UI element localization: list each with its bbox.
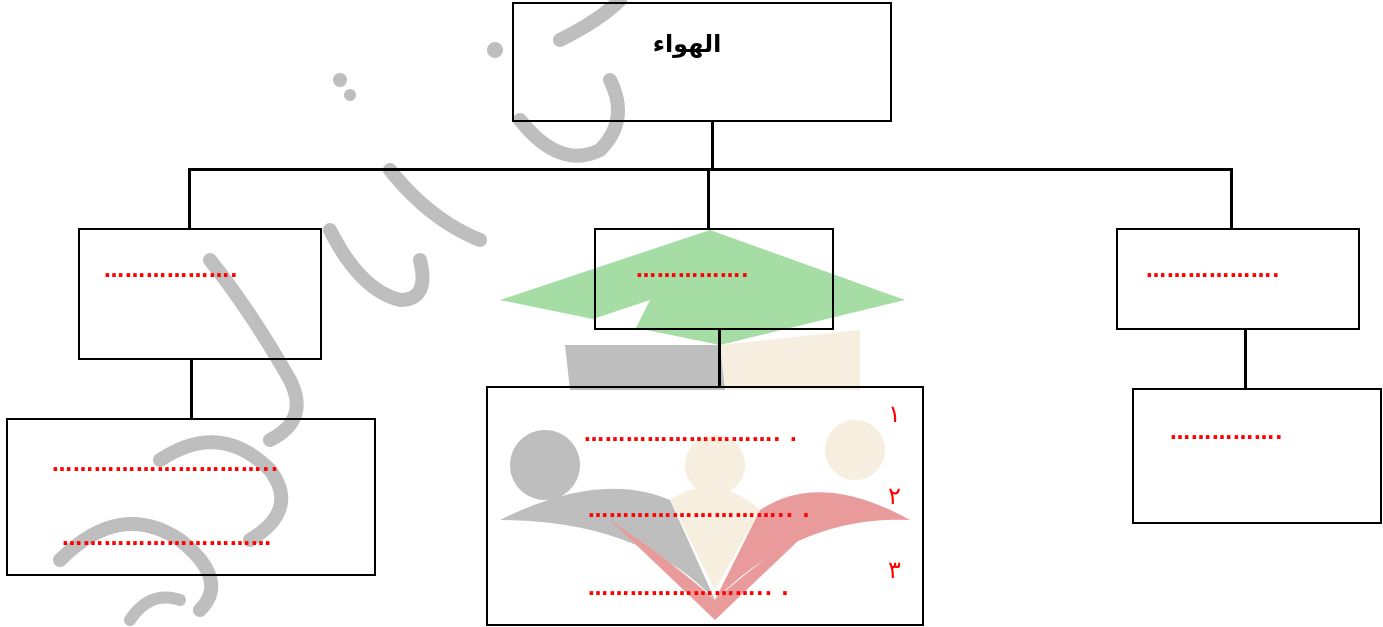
left-branch-drop: [188, 168, 191, 230]
middle-child-line-3-number: ٣: [888, 556, 901, 584]
left-branch-box: ……………….: [78, 228, 322, 360]
middle-child-line-1-dots: ………………………. .: [584, 422, 799, 446]
root-node-box: الهواء: [512, 2, 892, 122]
middle-child-line-1-number: ١: [888, 400, 901, 428]
middle-branch-drop: [707, 168, 710, 230]
root-connector-vertical: [711, 120, 714, 170]
middle-child-line-2-dots: ……………………….. .: [588, 498, 811, 522]
script-dot-2: [344, 89, 356, 101]
script-stroke-6: [513, 73, 625, 163]
right-child-placeholder: …………….: [1170, 420, 1284, 444]
left-child-line-1: …………………………..: [52, 452, 280, 476]
left-child-line-2: …………………………: [62, 526, 272, 550]
right-child-box: …………….: [1132, 388, 1382, 524]
middle-child-connector: [718, 328, 721, 388]
body-beige-shape: [670, 487, 760, 590]
body-red-lower-shape: [610, 520, 820, 620]
script-dot-3: [487, 42, 503, 58]
script-stroke-3: [203, 253, 304, 447]
left-child-box: ………………………….. …………………………: [6, 418, 376, 576]
script-stroke-5: [383, 163, 487, 247]
person-head-beige-2: [825, 420, 885, 480]
middle-child-box: ………………………. . ١ ……………………….. . ٢ …………………….…: [486, 386, 924, 626]
right-child-connector: [1244, 328, 1247, 390]
left-child-connector: [190, 358, 193, 420]
branch-connector-horizontal: [188, 168, 1233, 171]
cap-base-shape: [565, 345, 725, 390]
root-node-title: الهواء: [652, 30, 722, 58]
cap-base-right-shape: [720, 330, 860, 390]
script-stroke-1: [53, 517, 219, 617]
middle-branch-placeholder: …………….: [636, 258, 750, 282]
script-stroke-2: [153, 435, 289, 547]
right-branch-placeholder: ……………….: [1146, 258, 1281, 282]
person-head-beige: [685, 435, 745, 495]
script-stroke-8: [124, 591, 186, 626]
middle-child-line-2-number: ٢: [888, 482, 901, 510]
right-branch-box: ……………….: [1116, 228, 1360, 330]
body-grey-shape: [500, 488, 715, 600]
script-dot-1: [333, 73, 347, 87]
middle-branch-box: …………….: [594, 228, 834, 330]
middle-child-line-3-dots: …………………….. .: [588, 576, 790, 600]
right-branch-drop: [1230, 168, 1233, 230]
body-red-shape: [715, 492, 910, 600]
cap-shadow-shape: [590, 300, 650, 340]
person-head-grey: [510, 430, 580, 500]
script-stroke-4: [323, 223, 430, 308]
left-branch-placeholder: ……………….: [104, 258, 239, 282]
